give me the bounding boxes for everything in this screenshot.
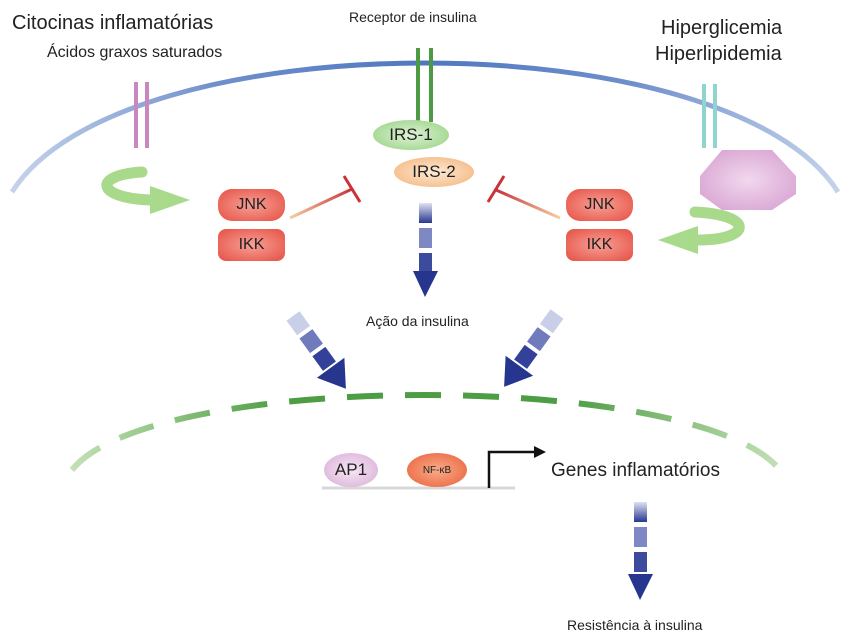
nucleus-envelope [69, 392, 783, 472]
insulin-action-label: Ação da insulina [366, 313, 469, 329]
hyperlipidemia-label: Hiperlipidemia [655, 43, 782, 65]
insulin-resistance-label: Resistência à insulina [567, 617, 703, 633]
hyperglycemia-label: Hiperglicemia [661, 17, 783, 39]
age-ros-octagon [700, 150, 796, 210]
inhibition-left [289, 175, 362, 220]
inhibition-right [486, 175, 561, 220]
ikk-left-shape [218, 229, 285, 261]
insulin-resistance-arrow [628, 502, 653, 600]
cell-membrane [9, 60, 841, 194]
nfkb-label: NF-κB [422, 464, 452, 476]
jnk-right-shape [566, 189, 633, 221]
nfkb-shape [407, 453, 467, 487]
ap1-label: AP1 [334, 460, 368, 479]
irs2-shape [394, 157, 474, 187]
cycle-arrow-right [658, 206, 745, 254]
ikk-left-label: IKK [238, 236, 265, 253]
arrow-left-to-nucleus [286, 311, 346, 389]
irs2-label: IRS-2 [412, 162, 456, 181]
jnk-left-label: JNK [236, 196, 267, 213]
ikk-right-label: IKK [586, 236, 613, 253]
insulin-receptor-label: Receptor de insulina [349, 9, 477, 25]
ap1-shape [324, 453, 378, 487]
cytokine-receptor [134, 82, 149, 148]
inflammatory-genes-label: Genes inflamatórios [551, 460, 720, 481]
promoter-arrow [487, 446, 546, 488]
arrow-right-to-nucleus [504, 309, 564, 387]
insulin-action-arrow [413, 203, 438, 297]
fatty-acids-label: Ácidos graxos saturados [47, 44, 223, 61]
insulin-receptor [416, 48, 433, 122]
jnk-right-label: JNK [584, 196, 615, 213]
cycle-arrow-left [101, 166, 190, 214]
irs1-label: IRS-1 [389, 125, 433, 144]
ikk-right-shape [566, 229, 633, 261]
irs1-shape [373, 120, 449, 150]
jnk-left-shape [218, 189, 285, 221]
cytokines-label: Citocinas inflamatórias [12, 12, 214, 34]
hyperglycemia-receptor [702, 84, 717, 148]
